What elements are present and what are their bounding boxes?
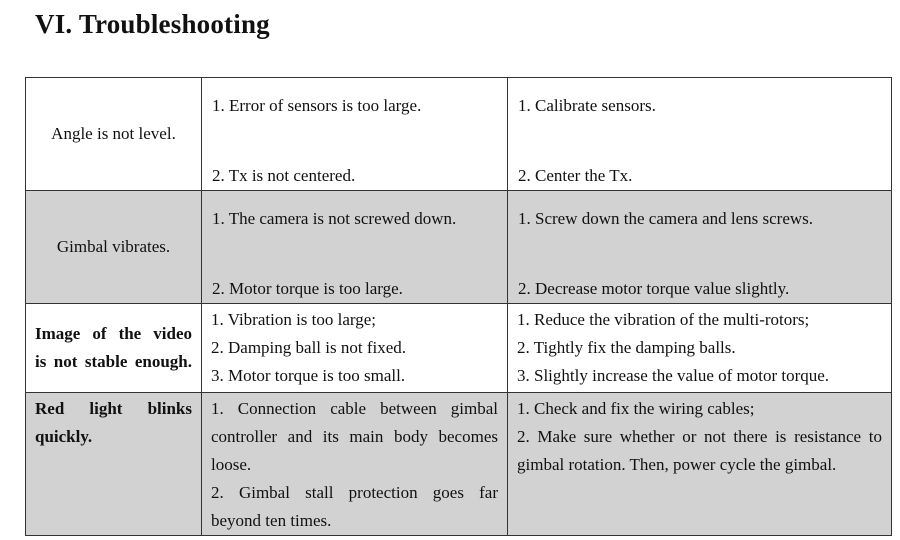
problem-line: quickly. <box>35 427 93 446</box>
problem-text: Angle is not level. <box>51 124 176 143</box>
solution-item: 2. Decrease motor torque value slightly. <box>518 279 790 298</box>
solution-item: 1. Reduce the vibration of the multi-rot… <box>517 310 810 329</box>
problem-line: Image of the video <box>35 324 192 343</box>
problem-text: Gimbal vibrates. <box>56 237 171 256</box>
cause-item: 1. Vibration is too large; <box>211 310 377 329</box>
troubleshooting-table: Angle is not level. 1. Error of sensors … <box>25 77 892 536</box>
cause-item: 2. Motor torque is too large. <box>212 279 403 298</box>
table-row: Image of the video is not stable enough.… <box>25 303 892 393</box>
solution-item: 2. Center the Tx. <box>518 166 633 185</box>
solution-item: 2. Tightly fix the damping balls. <box>517 338 736 357</box>
problem-cell: Red light blinks quickly. <box>25 392 202 536</box>
problem-cell: Gimbal vibrates. <box>25 190 202 304</box>
cause-item: 3. Motor torque is too small. <box>211 366 406 385</box>
cause-line: controller and its main body becomes <box>211 427 498 446</box>
solution-item: 3. Slightly increase the value of motor … <box>517 366 830 385</box>
problem-line: Red light blinks <box>35 399 192 418</box>
solution-line: gimbal rotation. Then, power cycle the g… <box>517 455 837 474</box>
solution-line: 2. Make sure whether or not there is res… <box>517 427 882 446</box>
cause-cell: 1. Connection cable between gimbal contr… <box>201 392 508 536</box>
solution-cell: 1. Screw down the camera and lens screws… <box>507 190 892 304</box>
cause-item: 2. Damping ball is not fixed. <box>211 338 407 357</box>
solution-cell: 1. Check and fix the wiring cables; 2. M… <box>507 392 892 536</box>
solution-cell: 1. Calibrate sensors. 2. Center the Tx. <box>507 77 892 191</box>
table-row: Angle is not level. 1. Error of sensors … <box>25 77 892 191</box>
problem-cell: Angle is not level. <box>25 77 202 191</box>
cause-line: 2. Gimbal stall protection goes far <box>211 483 498 502</box>
solution-cell: 1. Reduce the vibration of the multi-rot… <box>507 303 892 393</box>
solution-item: 1. Screw down the camera and lens screws… <box>518 209 814 228</box>
cause-item: 1. The camera is not screwed down. <box>212 209 457 228</box>
cause-item: 1. Error of sensors is too large. <box>212 96 422 115</box>
cause-line: beyond ten times. <box>211 511 332 530</box>
problem-cell: Image of the video is not stable enough. <box>25 303 202 393</box>
table-row: Gimbal vibrates. 1. The camera is not sc… <box>25 190 892 304</box>
cause-item: 2. Tx is not centered. <box>212 166 356 185</box>
solution-line: 1. Check and fix the wiring cables; <box>517 399 755 418</box>
cause-cell: 1. Error of sensors is too large. 2. Tx … <box>201 77 508 191</box>
cause-line: 1. Connection cable between gimbal <box>211 399 498 418</box>
table-row: Red light blinks quickly. 1. Connection … <box>25 392 892 536</box>
cause-line: loose. <box>211 455 252 474</box>
cause-cell: 1. The camera is not screwed down. 2. Mo… <box>201 190 508 304</box>
section-title: VI. Troubleshooting <box>35 9 270 39</box>
cause-cell: 1. Vibration is too large; 2. Damping ba… <box>201 303 508 393</box>
problem-line: is not stable enough. <box>35 352 192 371</box>
solution-item: 1. Calibrate sensors. <box>518 96 656 115</box>
